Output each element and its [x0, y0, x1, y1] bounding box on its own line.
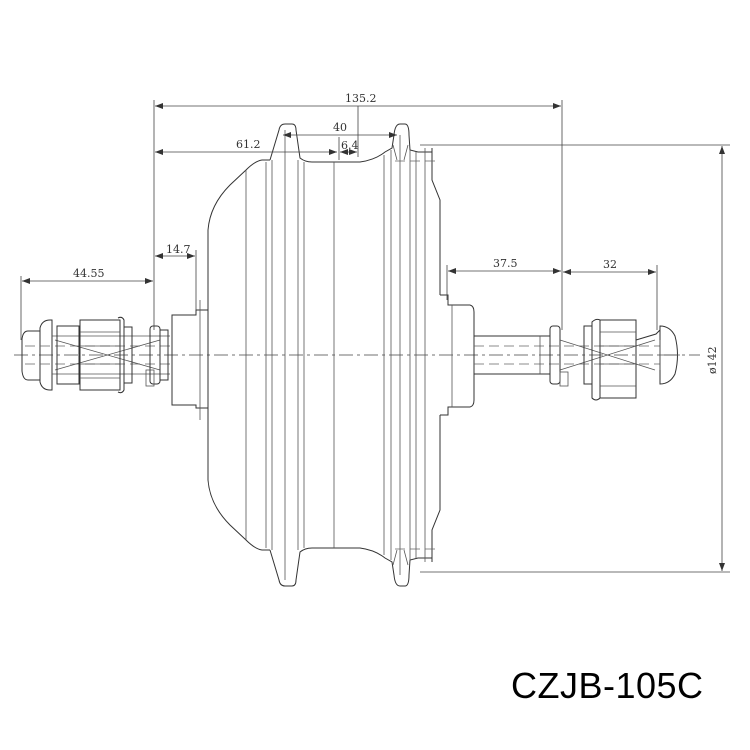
dimensions: 135.2 40 61.2 6.4 14.7 44.55 37.5 32 ø14…: [20, 92, 730, 573]
dim-overall-width: 135.2: [345, 92, 377, 105]
left-axle: [21, 316, 170, 394]
right-axle: [474, 318, 680, 401]
dim-offset-center: 6.4: [341, 139, 359, 152]
dim-right-shoulder: 37.5: [493, 257, 518, 270]
dim-left-shoulder: 14.7: [166, 243, 191, 256]
hub-body: [171, 123, 475, 587]
model-title: CZJB-105C: [511, 665, 704, 706]
dim-right-axle: 32: [603, 258, 617, 271]
dim-left-to-center: 61.2: [236, 138, 261, 151]
dim-flange-spacing: 40: [333, 121, 347, 134]
dim-left-axle: 44.55: [73, 267, 105, 280]
dim-diameter: ø142: [706, 346, 719, 374]
